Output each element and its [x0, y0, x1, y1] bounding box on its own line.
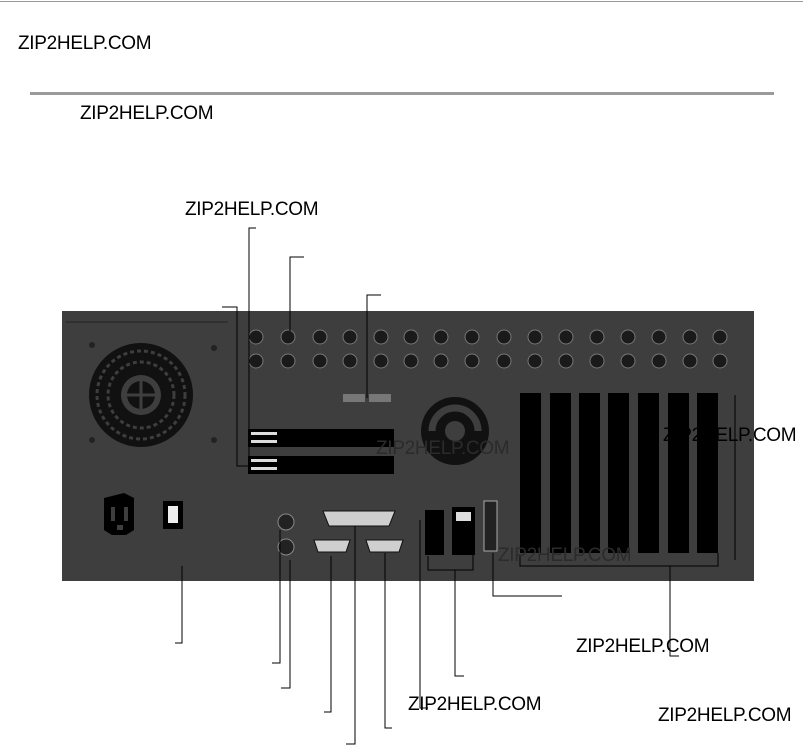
parallel-port	[322, 510, 396, 527]
usb-port	[425, 510, 444, 555]
cooling-fan	[89, 342, 217, 447]
ps2-port	[277, 513, 295, 531]
watermark: ZIP2HELP.COM	[185, 199, 319, 220]
watermark: ZIP2HELP.COM	[663, 425, 797, 446]
ps2-port	[277, 538, 295, 556]
top-border	[0, 1, 803, 2]
watermark: ZIP2HELP.COM	[376, 438, 510, 459]
vga-port	[365, 539, 404, 553]
bnc-connectors	[248, 329, 728, 369]
expansion-slots	[520, 393, 718, 553]
watermark: ZIP2HELP.COM	[576, 636, 710, 657]
section-rule	[30, 92, 774, 95]
serial-port	[313, 539, 351, 553]
watermark: ZIP2HELP.COM	[498, 545, 632, 566]
watermark: ZIP2HELP.COM	[80, 103, 214, 124]
dip-switch	[343, 394, 365, 402]
watermark: ZIP2HELP.COM	[18, 33, 152, 54]
power-inlet	[104, 493, 134, 535]
small-fan	[421, 397, 489, 465]
audio-jacks	[483, 500, 498, 552]
card-bracket	[248, 456, 394, 474]
card-bracket	[248, 429, 394, 447]
watermark: ZIP2HELP.COM	[408, 694, 542, 715]
callout-lines	[175, 227, 736, 745]
watermark: ZIP2HELP.COM	[658, 705, 792, 726]
dip-switch	[369, 394, 391, 402]
